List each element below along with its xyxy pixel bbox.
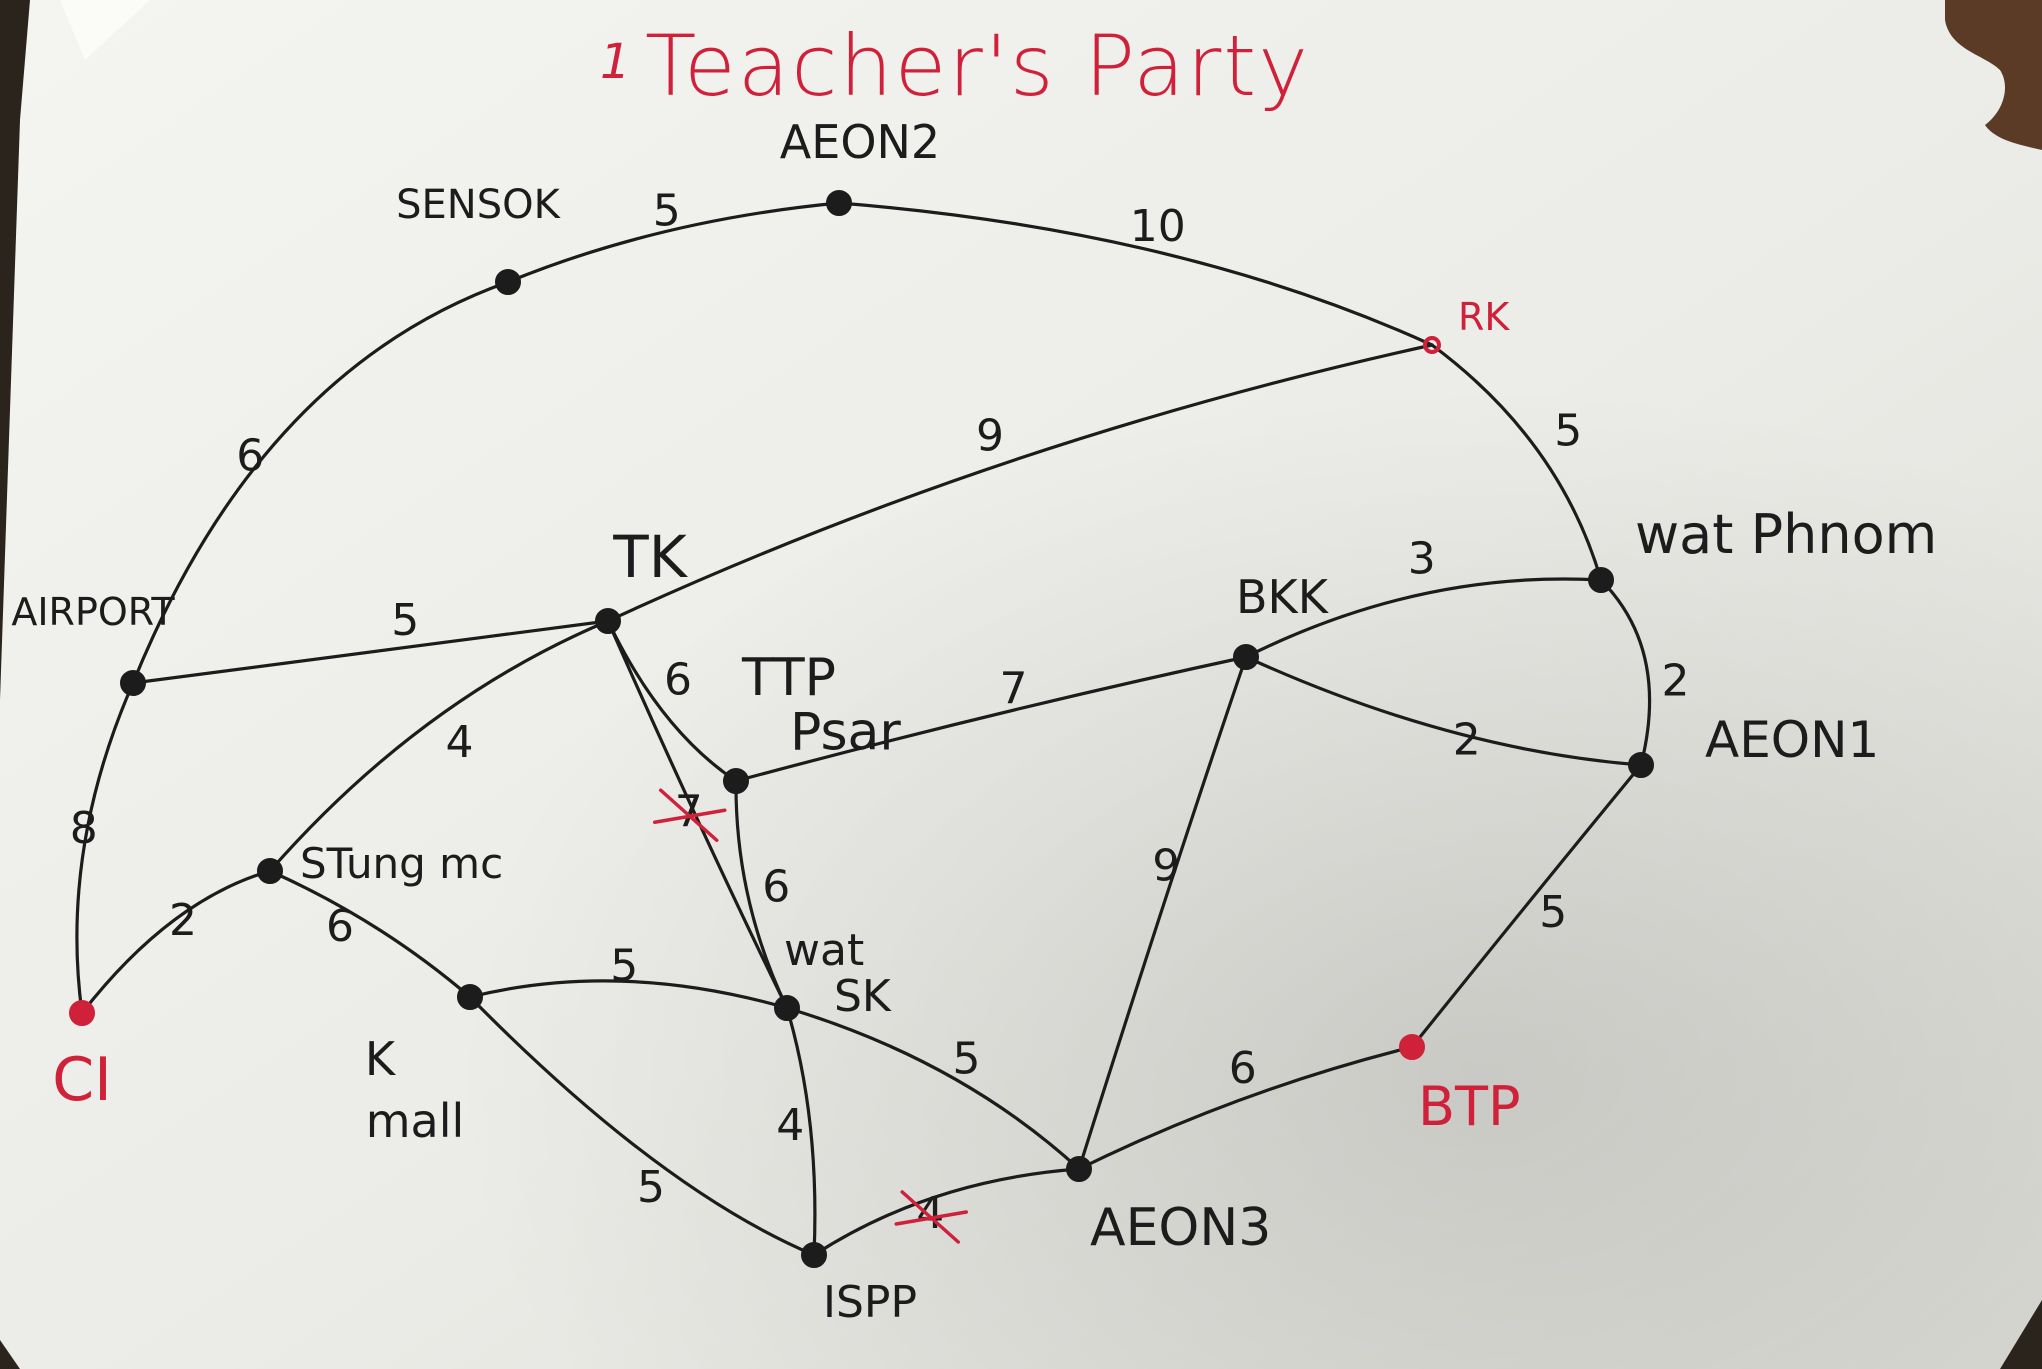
edge-weight-stungmc-tk: 4 [446,717,474,768]
node-aeon2 [826,190,852,216]
node-bkk [1233,644,1259,670]
edge-weight-watsk-ispp: 4 [776,1100,804,1151]
edge-airport-sensok [131,280,510,685]
edge-weight-aeon1-btp: 5 [1539,887,1567,938]
edge-ttppsar-bkk [734,655,1248,783]
node-label-aeon2: AEON2 [780,115,940,169]
edge-rk-watphnom [1430,343,1603,582]
edge-weight-aeon3-btp: 6 [1229,1043,1257,1094]
node-label-watphnom: wat Phnom [1635,503,1937,566]
edge-weight-watsk-aeon3: 5 [953,1033,981,1084]
diagram-title: 1 Teacher's Party [600,17,1310,115]
edge-aeon1-btp [1410,763,1643,1049]
node-tk [595,608,621,634]
edge-weight-tk-ttppsar: 6 [664,655,692,706]
edge-weight-bkk-aeon3: 9 [1152,841,1180,892]
cross-out-mark [894,1190,968,1244]
edge-watsk-aeon3 [785,1006,1081,1171]
edge-weight-ci-stungmc: 2 [169,895,197,946]
node-stungmc [257,858,283,884]
edge-weight-ttppsar-watsk: 6 [762,861,790,912]
node-ci [69,1000,95,1026]
cross-out-mark [653,788,727,842]
node-label-airport: AIRPORT [11,590,175,634]
edge-watphnom-aeon1 [1599,578,1652,767]
title-prefix: 1 [600,34,631,90]
edge-weight-tk-rk: 9 [976,411,1004,462]
node-ispp [801,1242,827,1268]
edge-sensok-aeon2 [506,201,841,284]
edges-layer [75,201,1652,1257]
node-kmall [457,984,483,1010]
node-btp [1399,1034,1425,1060]
edge-watsk-ispp [785,1006,817,1257]
edge-kmall-watsk [468,979,789,1010]
edge-bkk-aeon1 [1244,655,1643,767]
node-label-aeon3: AEON3 [1090,1198,1271,1258]
node-watsk [774,995,800,1021]
node-label-ci: CI [52,1045,112,1115]
nodes-layer [69,190,1654,1268]
node-sensok [495,269,521,295]
node-label-stungmc: STung mc [300,839,503,888]
paper-fold [60,0,150,60]
edge-airport-tk [131,619,610,685]
node-aeon3 [1066,1156,1092,1182]
edge-kmall-ispp [468,995,816,1257]
edge-weight-ispp-aeon3: 4 [916,1188,944,1239]
edge-weight-airport-sensok: 6 [236,430,264,481]
edge-aeon2-rk [837,201,1434,347]
node-airport [120,670,146,696]
edge-weight-stungmc-kmall: 6 [326,901,354,952]
edge-bkk-watphnom [1244,577,1603,659]
edge-weight-tk-watsk: 7 [675,786,703,837]
edge-weight-bkk-watphnom: 3 [1408,533,1436,584]
edge-weight-kmall-watsk: 5 [610,940,638,991]
edge-weight-airport-ci: 8 [70,803,98,854]
node-label-bkk: BKK [1236,570,1330,624]
node-aeon1 [1628,752,1654,778]
edge-weight-airport-tk: 5 [391,595,419,646]
node-ttppsar [723,768,749,794]
node-label-btp: BTP [1418,1075,1521,1138]
node-label-tk: TK [612,523,688,591]
hand-shape [1945,0,2042,150]
node-label-rk: RK [1458,295,1510,339]
edge-bkk-aeon3 [1077,655,1248,1171]
edge-ttppsar-watsk [734,779,789,1010]
edge-weight-bkk-aeon1: 2 [1453,715,1481,766]
node-watphnom [1588,567,1614,593]
edge-tk-rk [606,343,1434,623]
edge-weights-layer: 6 5 10 5 9 5 8 2 4 6 6 7 7 6 5 5 4 5 4 9 3 2 2 5 6 [70,185,1690,1244]
edge-weight-watphnom-aeon1: 2 [1662,655,1690,706]
edge-stungmc-tk [268,619,610,873]
edge-weight-sensok-aeon2: 5 [653,185,681,236]
node-label-ispp: ISPP [823,1277,917,1328]
edge-weight-ttppsar-bkk: 7 [1000,664,1028,715]
edge-weight-rk-watphnom: 5 [1554,405,1582,456]
edge-ispp-aeon3 [812,1167,1081,1257]
edge-aeon3-btp [1077,1045,1414,1171]
edge-ci-stungmc [80,869,272,1015]
node-rk [1423,336,1441,354]
edge-airport-ci [75,681,135,1015]
edge-weight-kmall-ispp: 5 [637,1162,665,1213]
edge-stungmc-kmall [268,869,472,999]
node-label-sensok: SENSOK [396,182,561,228]
node-label-aeon1: AEON1 [1705,711,1879,769]
title-text: Teacher's Party [645,17,1310,115]
edge-weight-aeon2-rk: 10 [1130,201,1186,252]
